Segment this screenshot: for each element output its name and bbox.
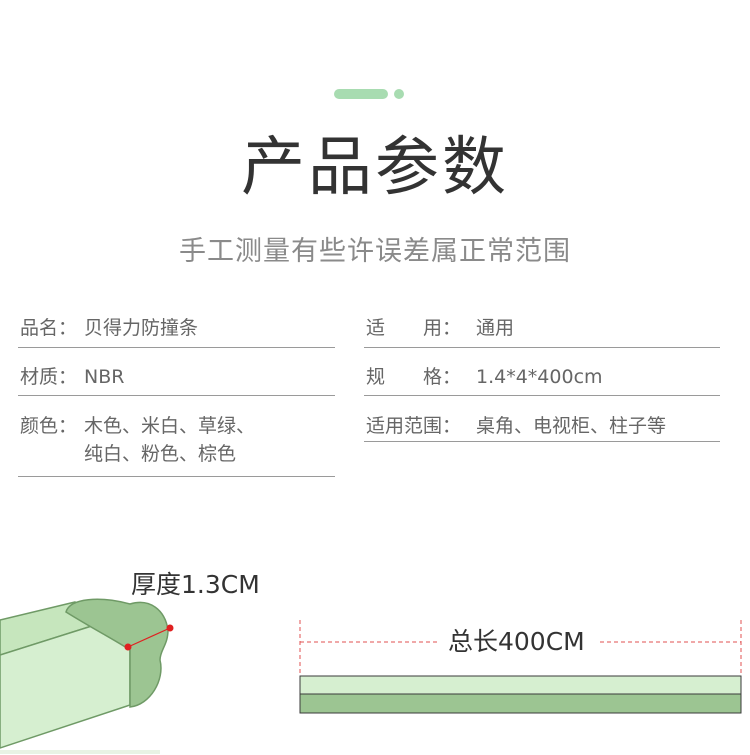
- spec-color-value-line1: 木色、米白、草绿、: [84, 415, 256, 437]
- spec-usage-label: 适 用：: [366, 317, 462, 339]
- divider: [18, 347, 335, 348]
- spec-material-label: 材质：: [20, 366, 78, 388]
- spec-size-value: 1.4*4*400cm: [476, 366, 603, 388]
- spec-usage-value: 通用: [476, 317, 515, 339]
- thickness-marker: [124, 624, 174, 651]
- decorative-pill: [334, 89, 388, 99]
- spec-name-label: 品名：: [20, 317, 78, 339]
- spec-color: 颜色： 木色、米白、草绿、 纯白、粉色、棕色: [20, 412, 335, 470]
- page-title: 产品参数: [241, 131, 509, 205]
- spec-material-value: NBR: [84, 366, 125, 388]
- corner-strip-drawing: [0, 598, 169, 754]
- divider: [364, 441, 720, 442]
- spec-usage: 适 用： 通用: [366, 314, 720, 344]
- spec-scope-value: 桌角、电视柜、柱子等: [476, 415, 667, 437]
- spec-size: 规 格： 1.4*4*400cm: [366, 363, 720, 393]
- spec-scope: 适用范围： 桌角、电视柜、柱子等: [366, 412, 720, 442]
- spec-material: 材质： NBR: [20, 363, 335, 393]
- spec-color-value-line2: 纯白、粉色、棕色: [84, 443, 237, 465]
- spec-size-label: 规 格：: [366, 366, 462, 388]
- length-strip-drawing: [299, 620, 742, 714]
- spec-name-value: 贝得力防撞条: [84, 317, 199, 339]
- spec-color-label: 颜色：: [20, 415, 78, 437]
- divider: [18, 476, 335, 477]
- page-subtitle: 手工测量有些许误差属正常范围: [179, 236, 571, 267]
- spec-name: 品名： 贝得力防撞条: [20, 314, 335, 344]
- divider: [364, 347, 720, 348]
- thickness-label: 厚度1.3CM: [131, 570, 260, 599]
- spec-scope-label: 适用范围：: [366, 415, 462, 437]
- decorative-dot: [394, 89, 404, 99]
- divider: [364, 395, 720, 396]
- divider: [18, 395, 335, 396]
- length-label: 总长400CM: [448, 627, 585, 656]
